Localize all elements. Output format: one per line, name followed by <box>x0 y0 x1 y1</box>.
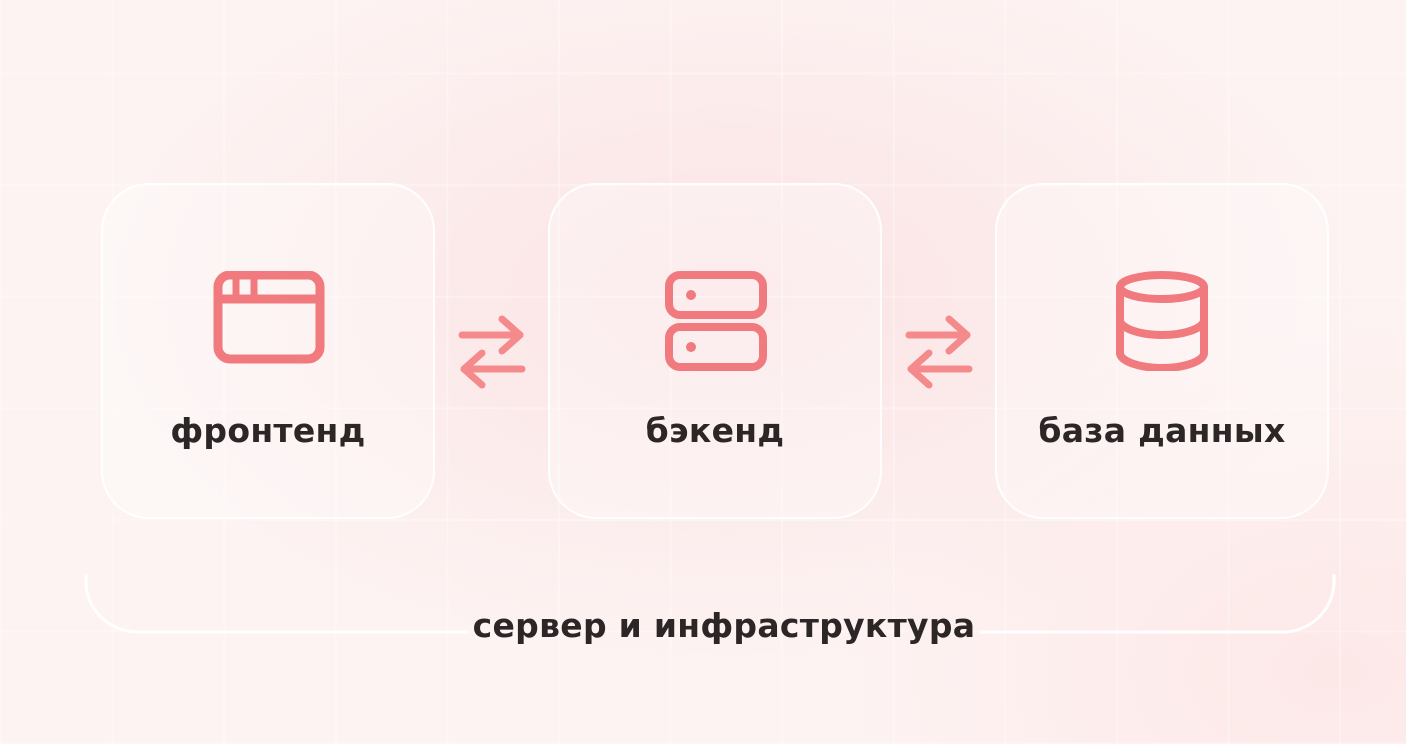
backend-label: бэкенд <box>645 411 785 450</box>
frontend-label: фронтенд <box>170 411 366 450</box>
browser-window-icon <box>213 271 325 364</box>
infrastructure-label: сервер и инфраструктура <box>472 606 976 645</box>
infrastructure-frame <box>84 574 1336 634</box>
frontend-node: фронтенд <box>101 183 435 519</box>
server-icon <box>665 271 767 371</box>
database-icon <box>1116 271 1208 371</box>
bidirectional-arrows-icon <box>458 315 526 389</box>
backend-node: бэкенд <box>548 183 882 519</box>
database-node: база данных <box>995 183 1329 519</box>
database-label: база данных <box>1038 411 1286 450</box>
bidirectional-arrows-icon <box>905 315 973 389</box>
